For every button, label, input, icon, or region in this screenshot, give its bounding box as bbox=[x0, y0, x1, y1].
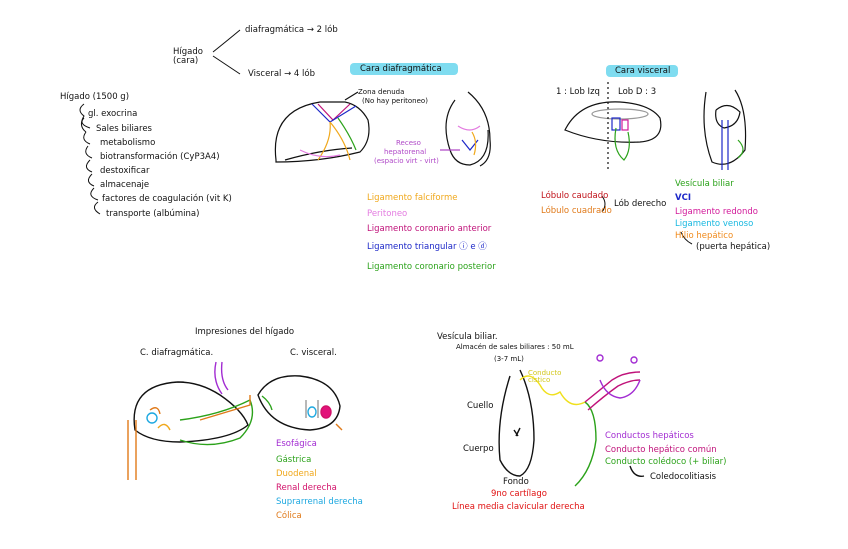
list-item: destoxificar bbox=[100, 166, 150, 176]
diaphragmatic-legend-item: Ligamento coronario anterior bbox=[367, 224, 492, 234]
cuerpo-label: Cuerpo bbox=[463, 444, 494, 454]
visceral-brace bbox=[601, 195, 693, 245]
liver-diaphragmatic-drawing bbox=[274, 91, 370, 163]
visceral-legend-item: Ligamento venoso bbox=[675, 219, 754, 229]
list-item: transporte (albúmina) bbox=[106, 209, 200, 219]
liver-side-drawing bbox=[440, 91, 491, 167]
conducto-comun-label: Conducto hepático común bbox=[605, 445, 717, 455]
conductos-hepaticos-label: Conductos hepáticos bbox=[605, 431, 694, 441]
lob-izq-label: 1 : Lob Izq bbox=[556, 87, 600, 97]
impressions-legend-item: Suprarrenal derecha bbox=[276, 497, 363, 507]
diaphragmatic-legend-item: Ligamento falciforme bbox=[367, 193, 458, 203]
impressions-diaphragmatic-drawing bbox=[127, 361, 254, 480]
dosis-label: (3-7 mL) bbox=[494, 355, 524, 363]
top-bracket bbox=[212, 29, 241, 75]
puerta-hepatica-label: (puerta hepática) bbox=[696, 242, 771, 252]
zona-denuda-label: Zona denuda bbox=[358, 88, 405, 96]
conducto-coledoco-label: Conducto colédoco (+ biliar) bbox=[605, 457, 727, 467]
diaphragmatic-legend-item: Ligamento triangular ⓘ e ⓓ bbox=[367, 242, 487, 252]
impressions-legend-item: Esofágica bbox=[276, 439, 317, 449]
visceral-heading: Cara visceral bbox=[615, 66, 671, 76]
impressions-title: Impresiones del hígado bbox=[195, 327, 295, 337]
impressions-legend-item: Renal derecha bbox=[276, 483, 337, 493]
visceral-lobes: Visceral → 4 lób bbox=[248, 69, 315, 79]
impressions-legend-item: Duodenal bbox=[276, 469, 317, 479]
list-title: Hígado (1500 g) bbox=[60, 92, 130, 102]
liver-visceral-drawing bbox=[564, 82, 747, 170]
list-item: almacenaje bbox=[100, 180, 150, 190]
conducto-cistico-label: Conducto cístico bbox=[528, 369, 562, 384]
receso-label-2: hepatorenal bbox=[384, 148, 427, 156]
list-item: factores de coagulación (vit K) bbox=[102, 194, 232, 204]
almacen-label: Almacén de sales biliares : 50 mL bbox=[456, 343, 574, 351]
diaphragmatic-heading: Cara diafragmática bbox=[360, 64, 442, 74]
receso-label: Receso bbox=[396, 139, 421, 147]
visceral-legend-item: VCI bbox=[675, 193, 691, 203]
linea-label: Línea media clavicular derecha bbox=[452, 502, 585, 512]
visceral-legend-item: Hilio hepático bbox=[675, 231, 734, 241]
impressions-visceral-drawing bbox=[257, 375, 343, 431]
no-peritoneo-label: (No hay peritoneo) bbox=[362, 97, 428, 105]
lob-der-label: Lob D : 3 bbox=[618, 87, 657, 97]
gallbladder-drawing bbox=[498, 354, 645, 487]
visceral-legend-item: Vesícula biliar bbox=[675, 179, 734, 189]
lob-derecho-label: Lób derecho bbox=[614, 199, 667, 209]
diaphragmatic-heading-highlight bbox=[350, 63, 458, 75]
lobulo-cuadrado-label: Lóbulo cuadrado bbox=[541, 206, 612, 216]
impressions-legend-item: Gástrica bbox=[276, 455, 312, 465]
list-item: biotransformación (CyP3A4) bbox=[100, 152, 220, 162]
vesicula-title: Vesícula biliar. bbox=[437, 332, 498, 342]
higado-cara-label: Hígado (cara) bbox=[173, 47, 203, 66]
lobulo-caudado-label: Lóbulo caudado bbox=[541, 191, 609, 201]
list-item: gl. exocrina bbox=[88, 109, 138, 119]
cartilago-label: 9no cartílago bbox=[491, 489, 547, 499]
coledocolitiasis-label: Coledocolitiasis bbox=[650, 472, 717, 482]
list-item: Sales biliares bbox=[96, 124, 152, 134]
diaphragmatic-legend-item: Ligamento coronario posterior bbox=[367, 262, 496, 272]
cuello-label: Cuello bbox=[467, 401, 494, 411]
c-diafragmatica-label: C. diafragmática. bbox=[140, 348, 214, 358]
list-item: metabolismo bbox=[100, 138, 156, 148]
receso-label-3: (espacio virt - virt) bbox=[374, 157, 439, 165]
diaphragmatic-legend-item: Peritoneo bbox=[367, 209, 408, 219]
visceral-heading-highlight bbox=[606, 65, 678, 77]
list-brace bbox=[79, 103, 101, 215]
visceral-legend-item: Ligamento redondo bbox=[675, 207, 758, 217]
diafragmatica-lobes: diafragmática → 2 lób bbox=[245, 25, 338, 35]
impressions-legend-item: Cólica bbox=[276, 511, 302, 521]
c-visceral-label: C. visceral. bbox=[290, 348, 337, 358]
fondo-label: Fondo bbox=[503, 477, 529, 487]
